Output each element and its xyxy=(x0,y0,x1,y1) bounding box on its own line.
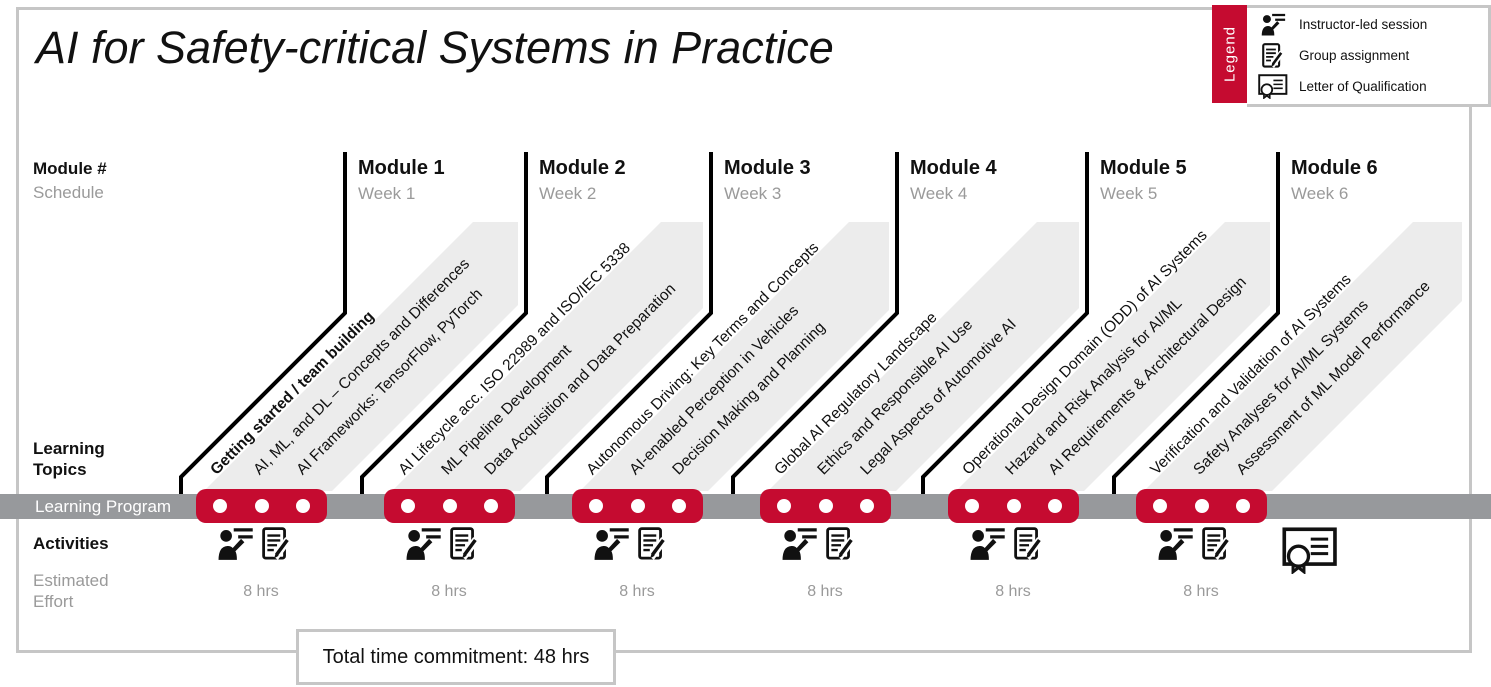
topic-band xyxy=(392,222,703,491)
program-dot-block xyxy=(384,489,515,523)
session-dot xyxy=(1153,499,1167,513)
module-connector-line xyxy=(731,152,899,494)
session-dot xyxy=(442,499,457,513)
session-dot xyxy=(484,499,498,513)
program-dot-block xyxy=(760,489,891,523)
assignment-icon xyxy=(1257,42,1289,68)
session-dot xyxy=(860,499,874,513)
instructor-icon xyxy=(968,527,1006,566)
module-week: Week 6 xyxy=(1291,184,1349,203)
page-title: AI for Safety-critical Systems in Practi… xyxy=(36,22,834,73)
learning-program-label: Learning Program xyxy=(35,497,172,516)
assignment-icon xyxy=(262,527,292,565)
topic-band xyxy=(956,222,1270,491)
module-name: Module 3 xyxy=(724,157,811,179)
row-label-learning-topics: Learning Topics xyxy=(33,439,105,479)
row-label-estimated-effort: Estimated Effort xyxy=(33,571,109,611)
module-connector-line xyxy=(179,152,347,494)
assignment-icon xyxy=(450,527,480,565)
module-connector-line xyxy=(1112,152,1280,494)
module-header: Module 4 Week 4 xyxy=(910,157,997,204)
module-header: Module 5 Week 5 xyxy=(1100,157,1187,204)
assignment-icon xyxy=(826,527,856,565)
session-dot xyxy=(630,499,645,513)
module-header: Module 2 Week 2 xyxy=(539,157,626,204)
effort-label: 8 hrs xyxy=(243,583,279,600)
instructor-icon xyxy=(1156,527,1194,566)
session-dot xyxy=(1236,499,1250,513)
effort-label: 8 hrs xyxy=(995,583,1031,600)
module-week: Week 2 xyxy=(539,184,597,203)
legend-item: Group assignment xyxy=(1257,42,1488,68)
row-label-schedule: Schedule xyxy=(33,183,104,202)
legend-item-label: Letter of Qualification xyxy=(1299,78,1427,94)
qualification-icon xyxy=(1257,74,1289,99)
session-dot xyxy=(777,499,791,513)
module-week: Week 4 xyxy=(910,184,968,203)
instructor-icon xyxy=(1257,13,1289,36)
assignment-icon xyxy=(1202,527,1232,565)
module-header: Module 1 Week 1 xyxy=(358,157,445,204)
module-name: Module 1 xyxy=(358,157,445,179)
program-dot-block xyxy=(948,489,1079,523)
module-connector-line xyxy=(921,152,1089,494)
legend-item: Instructor-led session xyxy=(1257,13,1488,36)
effort-label: 8 hrs xyxy=(1183,583,1219,600)
program-dot-block xyxy=(1136,489,1267,523)
module-name: Module 6 xyxy=(1291,157,1378,179)
session-dot xyxy=(965,499,979,513)
session-dot xyxy=(672,499,686,513)
instructor-icon xyxy=(216,527,254,566)
module-name: Module 2 xyxy=(539,157,626,179)
session-dot xyxy=(589,499,603,513)
legend-item-label: Group assignment xyxy=(1299,47,1410,63)
module-name: Module 4 xyxy=(910,157,997,179)
topic-band xyxy=(204,222,518,491)
session-dot xyxy=(818,499,833,513)
legend-item-label: Instructor-led session xyxy=(1299,17,1428,33)
legend-panel: Legend Instructor-led session Group assi… xyxy=(1212,5,1491,107)
topic-band xyxy=(1144,222,1462,491)
session-dot xyxy=(213,499,227,513)
program-dot-block xyxy=(572,489,703,523)
program-dot-block xyxy=(196,489,327,523)
module-connector-line xyxy=(360,152,528,494)
module-header: Module 6 Week 6 xyxy=(1291,157,1378,204)
total-time-box: Total time commitment: 48 hrs xyxy=(296,629,616,685)
session-dot xyxy=(1194,499,1209,513)
session-dot xyxy=(254,499,269,513)
effort-label: 8 hrs xyxy=(619,583,655,600)
module-week: Week 3 xyxy=(724,184,782,203)
session-dot xyxy=(1048,499,1062,513)
session-dot xyxy=(401,499,415,513)
legend-item: Letter of Qualification xyxy=(1257,74,1488,99)
effort-label: 8 hrs xyxy=(807,583,843,600)
instructor-icon xyxy=(780,527,818,566)
assignment-icon xyxy=(638,527,668,565)
topic-band xyxy=(580,222,889,491)
instructor-icon xyxy=(592,527,630,566)
session-dot xyxy=(296,499,310,513)
effort-label: 8 hrs xyxy=(431,583,467,600)
legend-tab: Legend xyxy=(1212,5,1247,103)
legend-tab-label: Legend xyxy=(1221,25,1238,83)
instructor-icon xyxy=(404,527,442,566)
module-week: Week 1 xyxy=(358,184,416,203)
assignment-icon xyxy=(1014,527,1044,565)
row-label-module: Module # xyxy=(33,159,107,178)
module-week: Week 5 xyxy=(1100,184,1158,203)
module-connector-line xyxy=(545,152,713,494)
diagram-frame xyxy=(16,7,1472,653)
qualification-icon xyxy=(1282,527,1338,579)
session-dot xyxy=(1006,499,1021,513)
module-header: Module 3 Week 3 xyxy=(724,157,811,204)
row-label-activities: Activities xyxy=(33,534,109,553)
module-name: Module 5 xyxy=(1100,157,1187,179)
topic-band xyxy=(768,222,1079,491)
legend-items: Instructor-led session Group assignment … xyxy=(1247,5,1491,107)
